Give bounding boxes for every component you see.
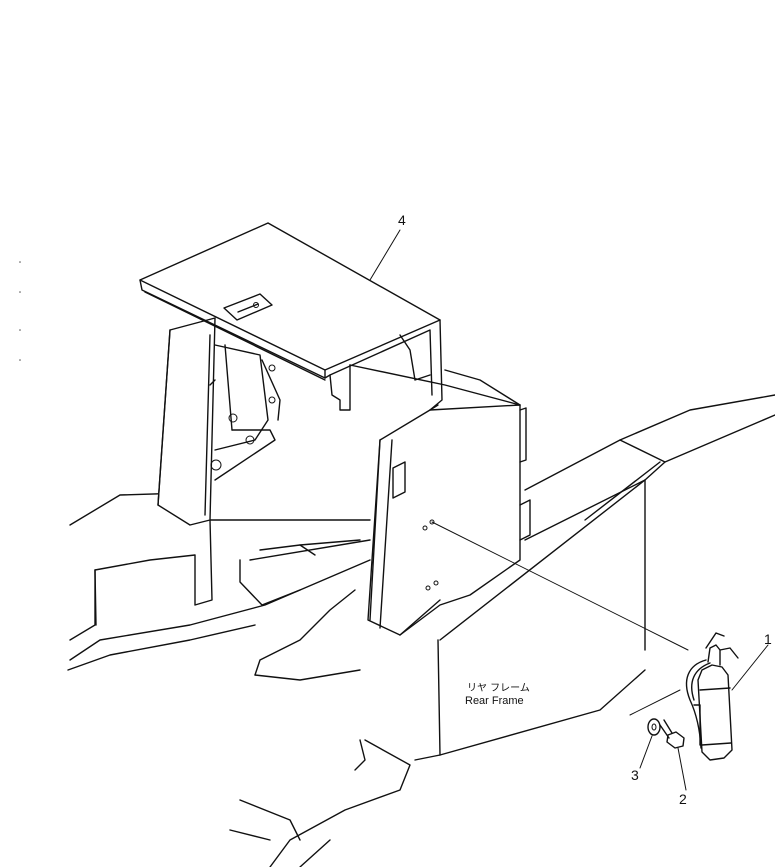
callout-4: 4 [398,212,406,228]
rops-post-left [157,317,281,526]
leader-line-hole [431,521,689,651]
callout-leader-1 [731,644,769,691]
callout-3: 3 [631,767,639,783]
leader-line-bolt [629,689,681,716]
callout-2: 2 [679,791,687,807]
fire-extinguisher [685,632,739,761]
rear-frame [67,394,775,867]
scan-marks [19,261,21,361]
rops-post-right [367,404,531,636]
frame-label-japanese: リヤ フレーム [467,682,530,694]
canopy-cover [139,222,521,411]
frame-label-english: Rear Frame [465,695,524,707]
callout-leader-2 [677,747,687,791]
callout-1: 1 [764,631,772,647]
callout-leader-3 [639,735,653,769]
callout-leader-4 [369,229,401,281]
washer [647,718,661,736]
bolt [659,719,685,749]
